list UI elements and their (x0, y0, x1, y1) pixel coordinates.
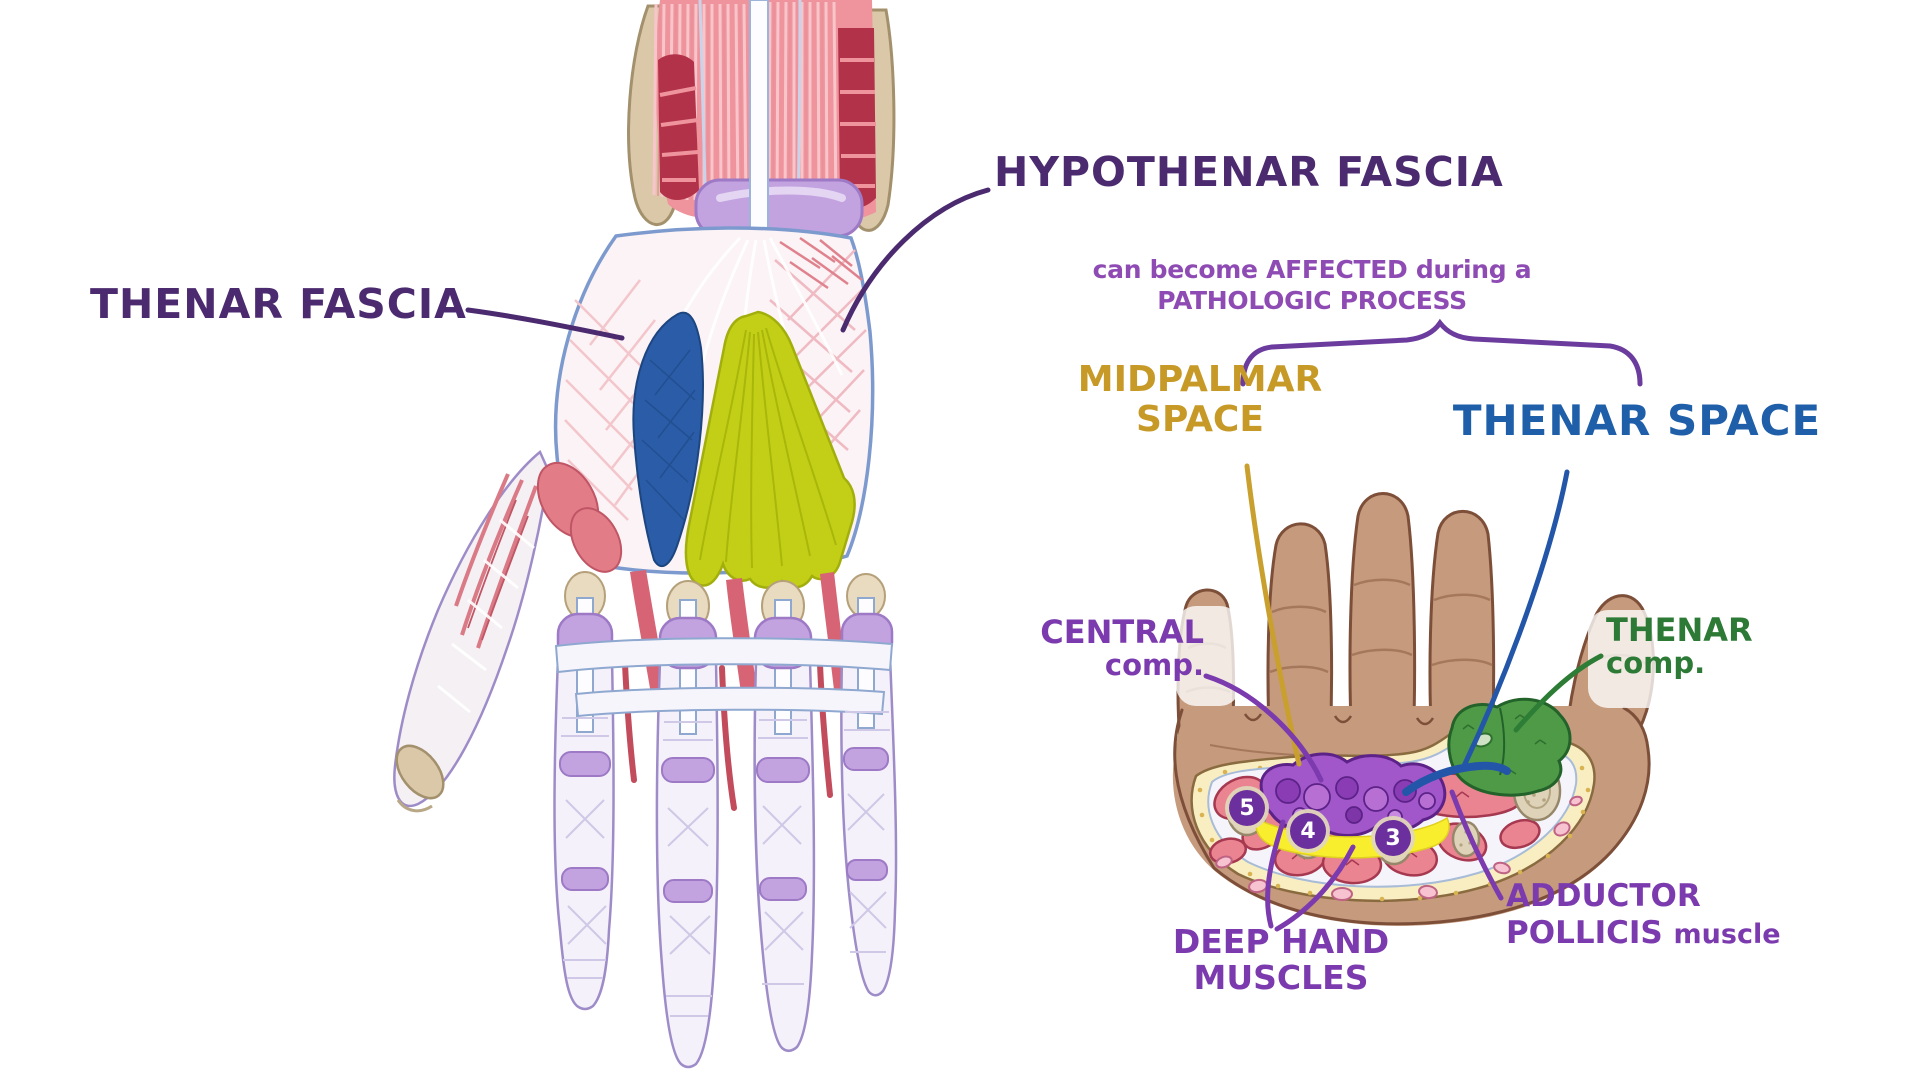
marker-digit-4: 4 (1290, 813, 1326, 849)
adductor-pointer (1449, 789, 1504, 901)
deep-hand-muscles-label: DEEP HAND MUSCLES (1172, 922, 1390, 998)
thumb (393, 449, 551, 813)
thenar-compartment-art (1447, 697, 1572, 797)
thenar-comp-chip (1588, 610, 1702, 708)
hypothenar-fascia-label: HYPOTHENAR FASCIA (994, 148, 1504, 196)
thenar-compartment-label: THENAR comp. (1606, 611, 1753, 681)
central-compartment-label: CENTRAL comp. (1040, 613, 1204, 683)
midpalmar-space-label: MIDPALMAR SPACE (1077, 359, 1323, 441)
right-hand-illustration (1172, 318, 1702, 932)
deep-hand-pointer-1 (1265, 819, 1286, 929)
pathologic-note: can become AFFECTED during a PATHOLOGIC … (1093, 254, 1532, 316)
thenar-fascia-highlight (632, 311, 704, 568)
deep-hand-pointer-2 (1274, 844, 1356, 932)
marker-digit-3: 3 (1375, 820, 1411, 856)
brace (1240, 318, 1643, 387)
thenar-fascia-pointer (465, 307, 625, 341)
hypothenar-fascia-pointer (840, 187, 991, 333)
central-comp-pointer (1203, 673, 1324, 783)
adductor-pollicis-label: ADDUCTOR POLLICIS muscle (1506, 878, 1781, 951)
marker-digit-5: 5 (1229, 790, 1265, 826)
thenar-space-label: THENAR SPACE (1452, 396, 1822, 445)
fingers (553, 654, 898, 1069)
thenar-comp-pointer (1513, 653, 1604, 733)
thenar-space-pointer (1460, 469, 1570, 771)
pathologic-note-line2: PATHOLOGIC PROCESS (1157, 286, 1467, 315)
pathologic-note-line1: can become AFFECTED during a (1092, 255, 1532, 284)
thenar-fascia-label: THENAR FASCIA (90, 280, 467, 328)
midpalmar-pointer (1244, 463, 1302, 767)
pointer-lines (1203, 318, 1643, 932)
thenar-space-art (1402, 761, 1511, 796)
left-hand-illustration (393, 0, 991, 1069)
